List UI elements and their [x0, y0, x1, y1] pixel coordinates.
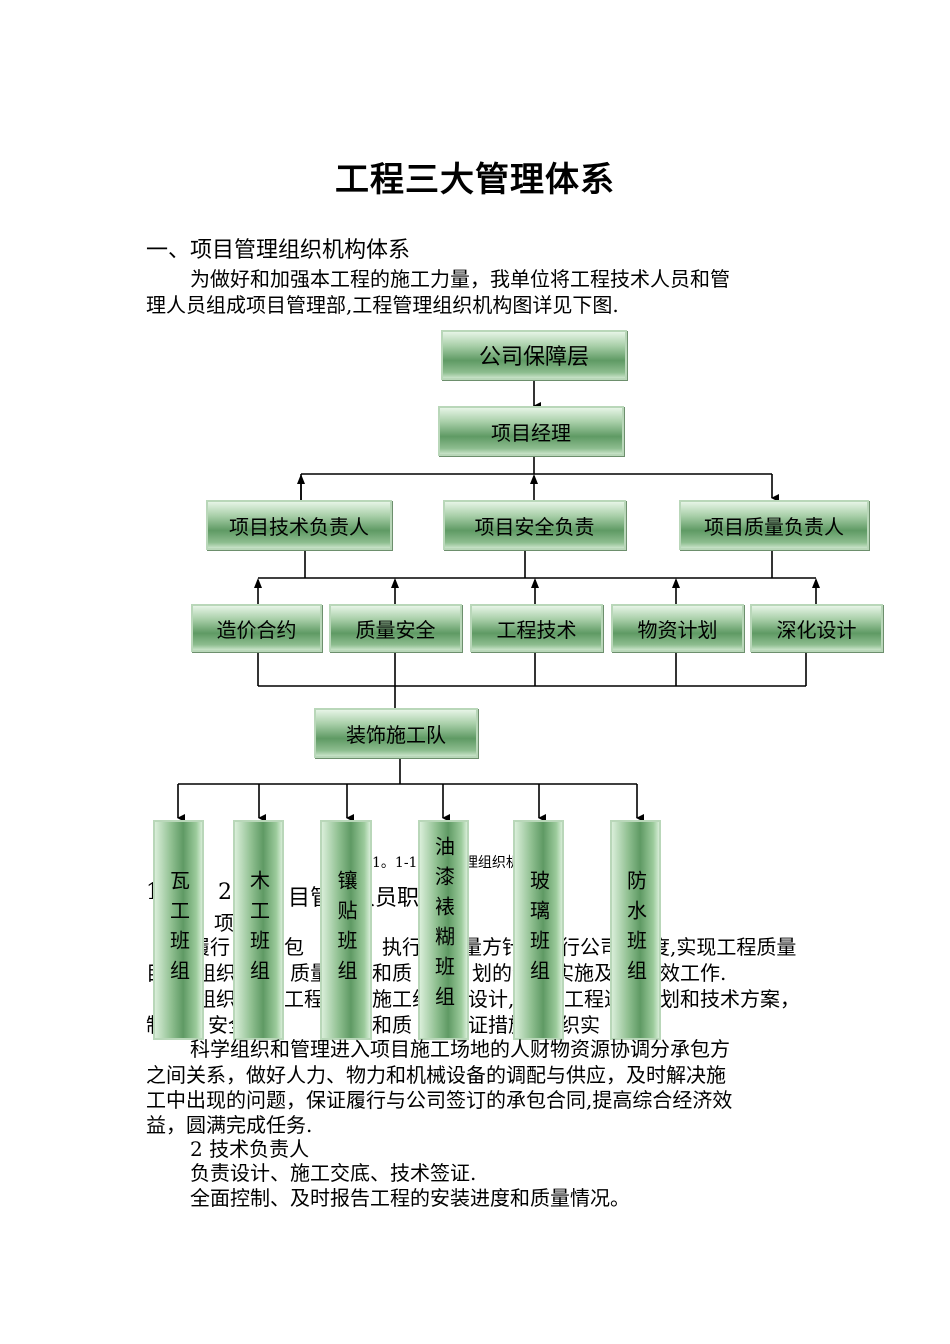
org-box-crew: 木工班组	[233, 820, 284, 1040]
org-box-label: 造价合约	[216, 617, 297, 642]
intro-line: 理人员组成项目管理部,工程管理组织机构图详见下图.	[146, 293, 619, 317]
org-box-quality-lead: 项目质量负责人	[679, 500, 869, 550]
text-fragment: 和质	[372, 1013, 412, 1037]
section-heading: 一、项目管理组织机构体系	[146, 238, 411, 263]
org-box-dept: 工程技术	[470, 604, 603, 652]
org-box-crew: 瓦工班组	[153, 820, 204, 1040]
text-fragment: ，执行	[362, 935, 422, 959]
org-box-label: 油漆裱糊班组	[431, 836, 456, 1016]
body-line: 全面控制、及时报告工程的安装进度和质量情况。	[190, 1186, 630, 1210]
org-box-label: 木工班组	[246, 870, 271, 990]
text-fragment: 度,实现工程质量	[650, 935, 797, 959]
text-fragment: 效工作.	[660, 961, 727, 985]
subsection-heading: 2 技术负责人	[190, 1137, 310, 1161]
org-box-manager: 项目经理	[438, 406, 624, 456]
text-fragment: 工程	[284, 987, 324, 1011]
org-box-crew: 油漆裱糊班组	[418, 820, 469, 1040]
org-box-safety-lead: 项目安全负责	[443, 500, 626, 550]
org-box-company: 公司保障层	[441, 330, 627, 380]
text-fragment: 计划和技术方案，	[640, 987, 800, 1011]
org-box-label: 公司保障层	[478, 345, 589, 370]
org-box-label: 工程技术	[496, 617, 577, 642]
org-box-team: 装饰施工队	[314, 708, 478, 758]
org-box-tech-lead: 项目技术负责人	[206, 500, 392, 550]
text-fragment: 设计,	[468, 987, 515, 1011]
org-box-label: 防水班组	[623, 870, 648, 990]
org-box-dept: 物资计划	[611, 604, 744, 652]
org-box-label: 项目质量负责人	[704, 514, 844, 539]
body-line: 益，圆满完成任务.	[146, 1113, 313, 1137]
org-box-crew: 防水班组	[610, 820, 661, 1040]
org-box-label: 项目安全负责	[474, 514, 595, 539]
intro-line: 为做好和加强本工程的施工力量，我单位将工程技术人员和管	[190, 267, 730, 291]
org-box-label: 物资计划	[637, 617, 718, 642]
body-line: 科学组织和管理进入项目施工场地的人财物资源协调分承包方	[190, 1037, 730, 1061]
org-box-label: 瓦工班组	[166, 870, 191, 990]
body-line: 之间关系，做好人力、物力和机械设备的调配与供应，及时解决施	[146, 1063, 726, 1087]
body-line: 工中出现的问题，保证履行与公司签订的承包合同,提高综合经济效	[146, 1088, 733, 1112]
text-fragment: 和质	[372, 961, 412, 985]
body-line: 负责设计、施工交底、技术签证.	[190, 1161, 477, 1185]
org-box-label: 深化设计	[776, 617, 857, 642]
org-box-label: 装饰施工队	[346, 722, 446, 747]
text-fragment: 量方针	[462, 935, 522, 959]
org-box-label: 镶贴班组	[334, 870, 358, 990]
org-box-label: 玻璃班组	[526, 870, 551, 990]
org-box-crew: 玻璃班组	[513, 820, 564, 1040]
text-fragment: 项	[214, 911, 234, 935]
org-box-dept: 质量安全	[329, 604, 462, 652]
org-box-dept: 造价合约	[191, 604, 322, 652]
section-heading-num: 2	[218, 880, 232, 905]
text-fragment: 实施及	[554, 961, 614, 985]
org-box-label: 项目技术负责人	[229, 514, 369, 539]
org-box-label: 项目经理	[491, 420, 571, 445]
page-title: 工程三大管理体系	[335, 160, 615, 200]
org-box-dept: 深化设计	[750, 604, 883, 652]
org-box-label: 质量安全	[355, 617, 436, 642]
org-box-crew: 镶贴班组	[320, 820, 372, 1040]
